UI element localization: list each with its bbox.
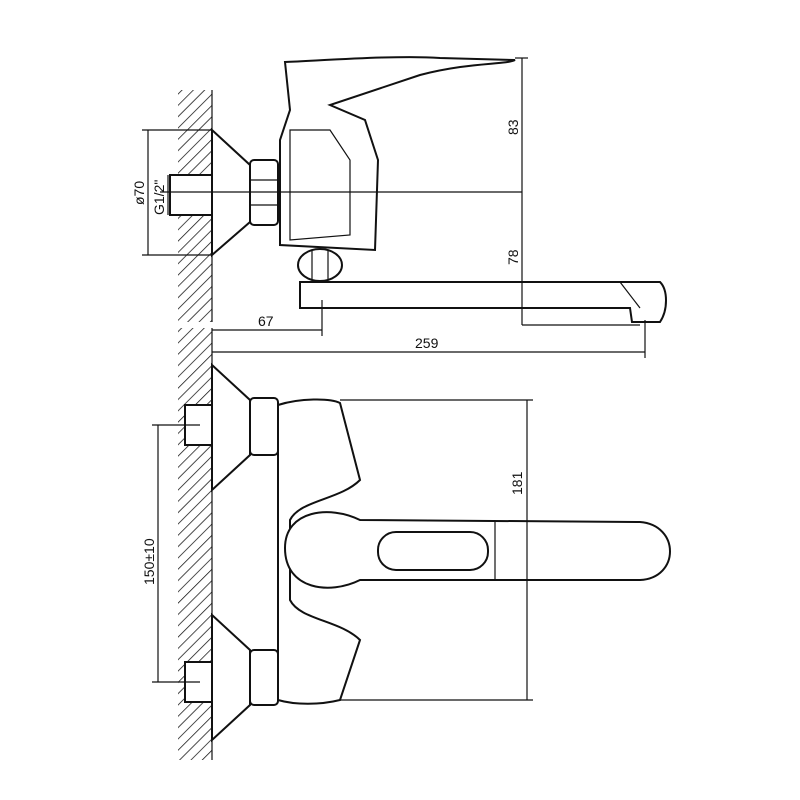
mixer-body: [279, 56, 516, 252]
dim-total-reach: 259: [415, 335, 439, 351]
dim-wall-to-body: 67: [258, 313, 274, 329]
dim-inlet-spacing: 150±10: [141, 538, 157, 585]
dim-handle-height: 83: [505, 119, 521, 135]
top-view: [169, 56, 667, 323]
spout-nut: [297, 248, 343, 282]
dim-body-width: 181: [509, 471, 525, 495]
dimension-lines: [142, 57, 646, 701]
flange-lower: [211, 612, 251, 743]
dim-thread: G1/2": [151, 180, 167, 215]
hex-nut-lower: [249, 649, 279, 706]
hex-nut-upper: [249, 397, 279, 456]
dim-flange-diameter: ø70: [131, 181, 147, 205]
inlet-pipe: [169, 174, 213, 216]
spout: [299, 281, 667, 323]
dim-spout-height: 78: [505, 249, 521, 265]
flange-upper: [211, 362, 251, 493]
front-view: [184, 362, 671, 743]
handle-slot: [377, 531, 489, 571]
